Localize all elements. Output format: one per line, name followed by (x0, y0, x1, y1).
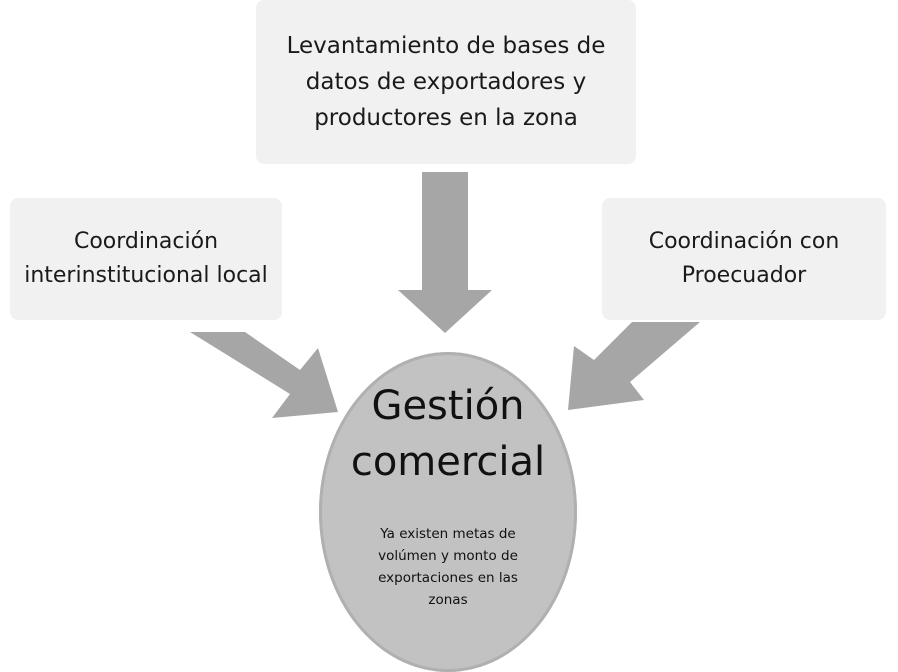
center-title-line: Gestión (371, 383, 525, 429)
center-title-line: comercial (350, 439, 546, 485)
box-databases: Levantamiento de bases de datos de expor… (256, 0, 636, 164)
center-circle (319, 352, 577, 672)
center-subtitle: Ya existen metas de volúmen y monto de e… (339, 523, 557, 611)
center-subtitle-line: zonas (428, 592, 468, 608)
box-databases-line: datos de exportadores y (305, 69, 587, 95)
box-proecuador-coordination-line: Coordinación con (648, 229, 840, 254)
center-subtitle-line: volúmen y monto de (378, 548, 518, 564)
box-local-coordination-line: Coordinación (73, 229, 219, 254)
arrow-down (398, 172, 492, 333)
box-local-coordination-line: interinstitucional local (24, 263, 268, 288)
arrows-layer (190, 172, 700, 418)
box-proecuador-coordination: Coordinación con Proecuador (602, 198, 886, 320)
box-proecuador-coordination-line: Proecuador (681, 263, 807, 288)
center-title: Gestión comercial (319, 378, 577, 490)
center-subtitle-line: exportaciones en las (378, 570, 518, 586)
arrow-right-diagonal (568, 322, 700, 410)
box-databases-line: productores en la zona (314, 105, 578, 131)
center-subtitle-line: Ya existen metas de (380, 526, 516, 542)
arrow-left-diagonal (190, 332, 338, 418)
box-local-coordination: Coordinación interinstitucional local (10, 198, 282, 320)
box-databases-line: Levantamiento de bases de (286, 33, 606, 59)
